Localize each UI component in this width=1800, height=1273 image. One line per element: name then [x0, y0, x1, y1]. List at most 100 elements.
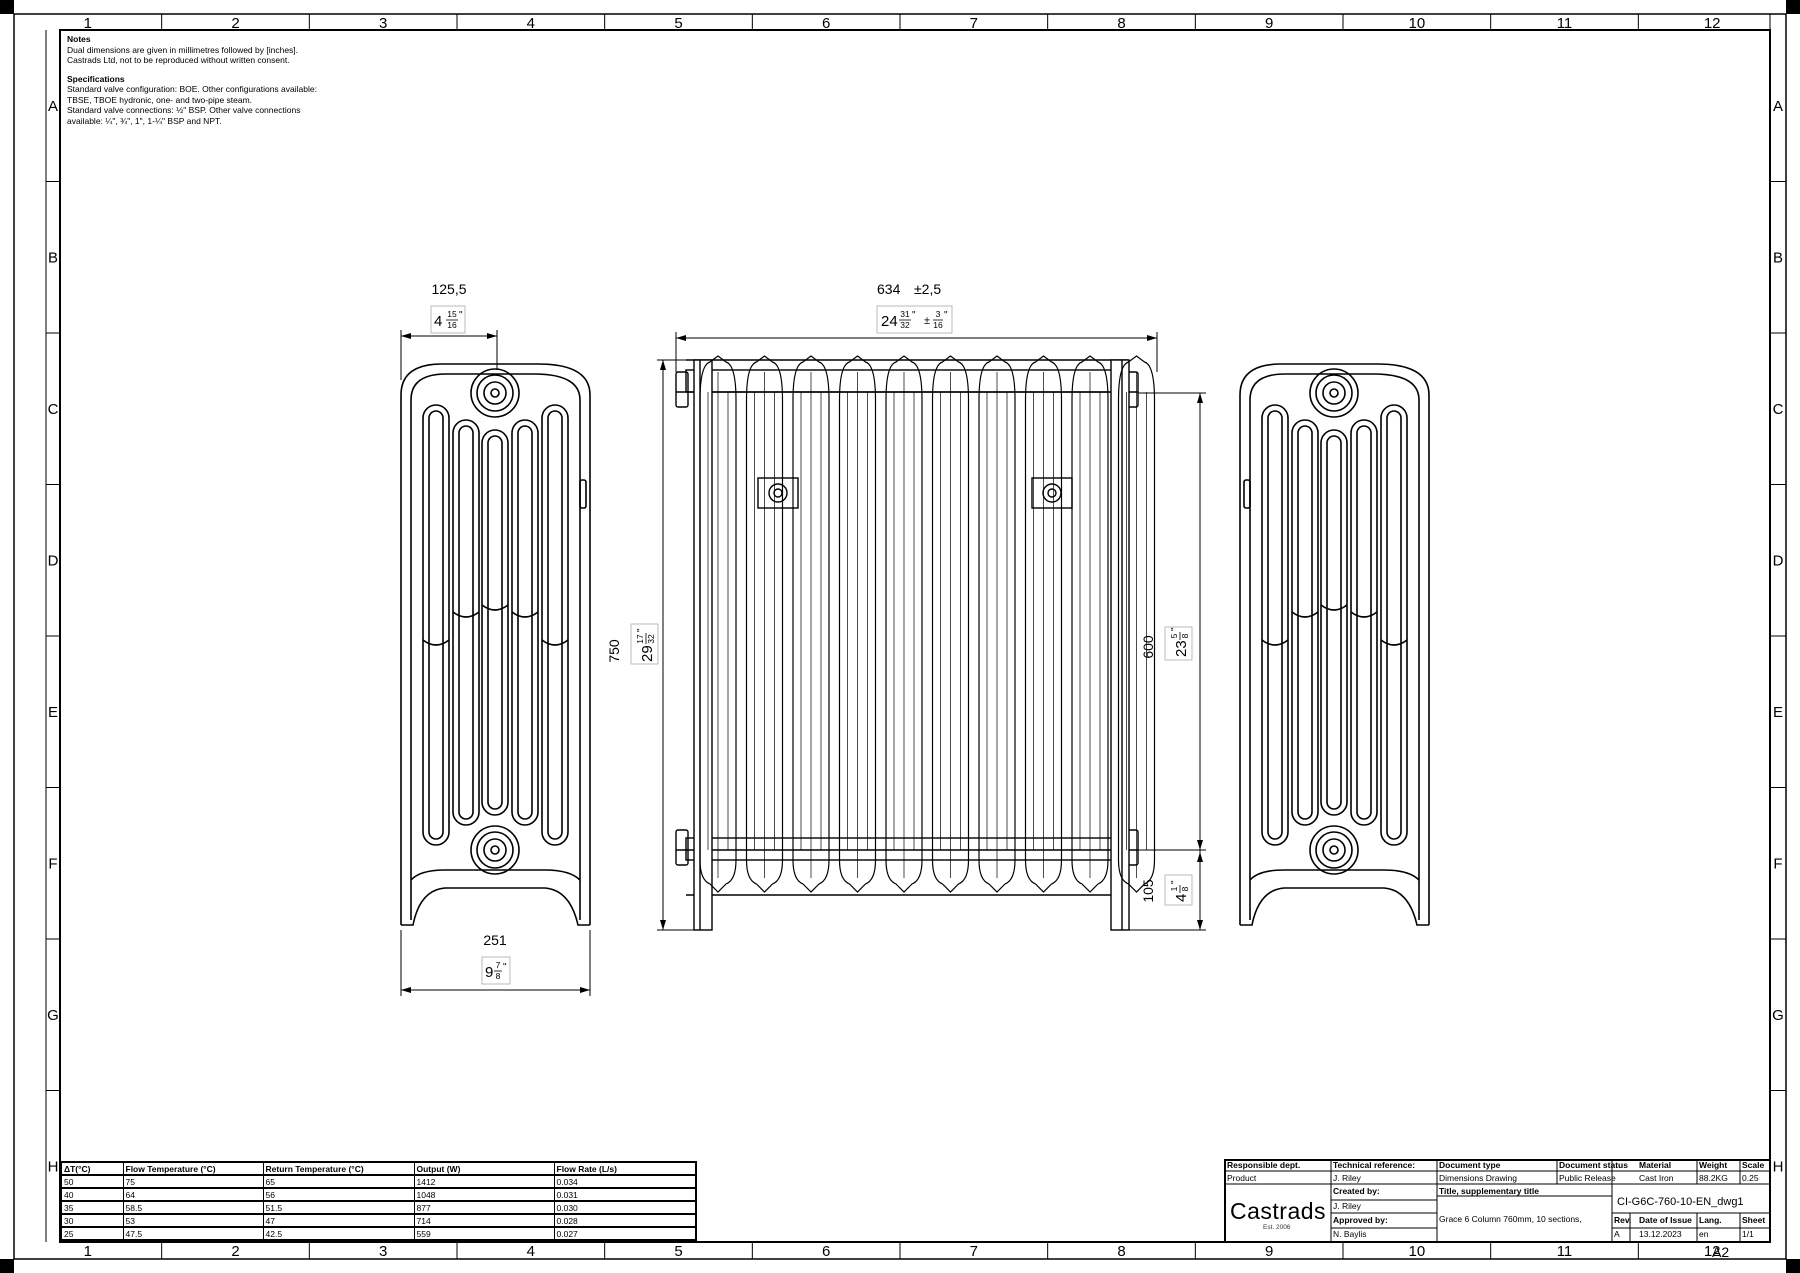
grid-column-label: 1 — [84, 15, 92, 32]
document-type-label: Document type — [1439, 1160, 1501, 1170]
left-side-view — [400, 363, 591, 926]
grid-row-label: C — [48, 401, 59, 418]
technical-reference-label: Technical reference: — [1333, 1160, 1416, 1170]
grid-column-label: 11 — [1557, 15, 1573, 32]
table-row: 35 58.5 51.5 877 0.030 — [60, 1200, 697, 1215]
cell: 65 — [262, 1174, 415, 1189]
dimension-arrows — [401, 333, 1203, 993]
grid-row-label: A — [48, 98, 58, 115]
grid-column-label: 7 — [970, 1243, 978, 1260]
responsible-dept-value: Product — [1227, 1173, 1257, 1183]
grid-row-label: D — [1773, 552, 1784, 569]
grid-row-label: E — [1773, 704, 1783, 721]
grid-column-label: 11 — [1557, 1243, 1573, 1260]
table-row: 25 47.5 42.5 559 0.027 — [60, 1226, 697, 1241]
radiator-section — [1024, 355, 1063, 893]
logo-subtitle: Est. 2006 — [1263, 1224, 1291, 1231]
header-output: Output (W) — [413, 1161, 555, 1176]
radiator-section-detail — [1126, 372, 1147, 878]
cell: 53 — [122, 1213, 264, 1228]
centres-inch-den: 8 — [1180, 633, 1190, 638]
radiator-section — [699, 355, 737, 893]
cell: 559 — [413, 1226, 555, 1241]
grid-column-label: 12 — [1704, 15, 1721, 32]
weight-value: 88.2KG — [1699, 1173, 1728, 1183]
paper-size: A2 — [1712, 1244, 1730, 1260]
notes-heading: Notes — [67, 34, 91, 44]
cell: 47 — [262, 1213, 415, 1228]
date-of-issue-label: Date of Issue — [1639, 1215, 1692, 1225]
document-status-value: Public Release — [1559, 1173, 1616, 1183]
grid-column-label: 3 — [379, 15, 387, 32]
width-tol-den: 16 — [933, 320, 943, 330]
cell: 42.5 — [262, 1226, 415, 1241]
radiator-section-detail — [847, 372, 868, 878]
foot-depth-mm: 251 — [483, 932, 507, 948]
notes-line: Castrads Ltd, not to be reproduced witho… — [67, 55, 290, 65]
cell: 0.028 — [553, 1213, 697, 1228]
cell: 0.030 — [553, 1200, 697, 1215]
specifications-heading: Specifications — [67, 73, 125, 84]
grid-column-label: 5 — [674, 15, 682, 32]
grid-row-label: F — [1773, 855, 1782, 872]
side-depth-inch-num: 15 — [447, 309, 457, 319]
notes-panel: Notes Dual dimensions are given in milli… — [67, 34, 387, 126]
height-inch-mark: " — [636, 628, 647, 632]
floor-inch-mark: " — [1170, 880, 1181, 884]
spec-line: Standard valve configuration: BOE. Other… — [67, 84, 317, 94]
radiator-section — [838, 355, 877, 893]
grid-column-label: 12 — [1704, 1243, 1721, 1260]
grid-column-label: 2 — [231, 1243, 239, 1260]
drawing-title: Grace 6 Column 760mm, 10 sections, — [1439, 1214, 1582, 1224]
dimension-lines — [400, 330, 1206, 996]
grid-row-label: G — [1772, 1007, 1784, 1024]
grid-row-label: H — [48, 1158, 59, 1175]
grid-row-label: A — [1773, 98, 1783, 115]
grid-row-label: B — [48, 249, 58, 266]
radiator-section — [745, 355, 784, 893]
language-value: en — [1699, 1229, 1709, 1239]
material-label: Material — [1639, 1160, 1672, 1170]
grid-column-label: 10 — [1408, 15, 1425, 32]
responsible-dept-label: Responsible dept. — [1227, 1160, 1301, 1170]
foot-depth-inch-mark: " — [503, 962, 507, 973]
height-inch-whole: 29 — [639, 645, 656, 662]
cell: 40 — [60, 1187, 124, 1202]
header-flow-temperature: Flow Temperature (°C) — [122, 1161, 264, 1176]
front-view — [675, 359, 1139, 931]
cell: 56 — [262, 1187, 415, 1202]
radiator-section — [792, 355, 830, 893]
cell: 58.5 — [122, 1200, 264, 1215]
radiator-section — [978, 355, 1016, 893]
centres-inch-num: 5 — [1169, 633, 1179, 638]
centres-mm: 600 — [1140, 635, 1156, 659]
grid-column-label: 7 — [970, 15, 978, 32]
spec-line: Standard valve connections: ½" BSP. Othe… — [67, 105, 301, 115]
grid-column-label: 3 — [379, 1243, 387, 1260]
radiator-section-detail — [893, 372, 915, 878]
weight-label: Weight — [1699, 1160, 1728, 1170]
width-tol-sign: ± — [924, 315, 930, 327]
right-side-view — [1239, 363, 1430, 926]
header-flow-rate: Flow Rate (L/s) — [553, 1161, 697, 1176]
radiator-section — [931, 355, 970, 893]
document-status-label: Document status — [1559, 1160, 1628, 1170]
grid-row-label: H — [1773, 1158, 1784, 1175]
floor-inch-whole: 4 — [1173, 894, 1190, 902]
width-tol-inch-mark: " — [944, 310, 948, 321]
grid-column-label: 4 — [527, 1243, 535, 1260]
rev-label: Rev. — [1614, 1215, 1632, 1225]
grid-column-label: 9 — [1265, 1243, 1273, 1260]
width-inch-den: 32 — [900, 320, 910, 330]
centres-inch-mark: " — [1170, 627, 1181, 631]
foot-depth-inch-num: 7 — [496, 960, 501, 970]
width-tolerance: ±2,5 — [914, 281, 941, 297]
cell: 25 — [60, 1226, 124, 1241]
grid-column-label: 5 — [674, 1243, 682, 1260]
centres-inch-whole: 23 — [1173, 640, 1190, 657]
cell: 75 — [122, 1174, 264, 1189]
grid-row-label: C — [1773, 401, 1784, 418]
title-label: Title, supplementary title — [1439, 1186, 1539, 1196]
front-view-sections — [699, 355, 1156, 893]
grid-row-label: G — [47, 1007, 59, 1024]
